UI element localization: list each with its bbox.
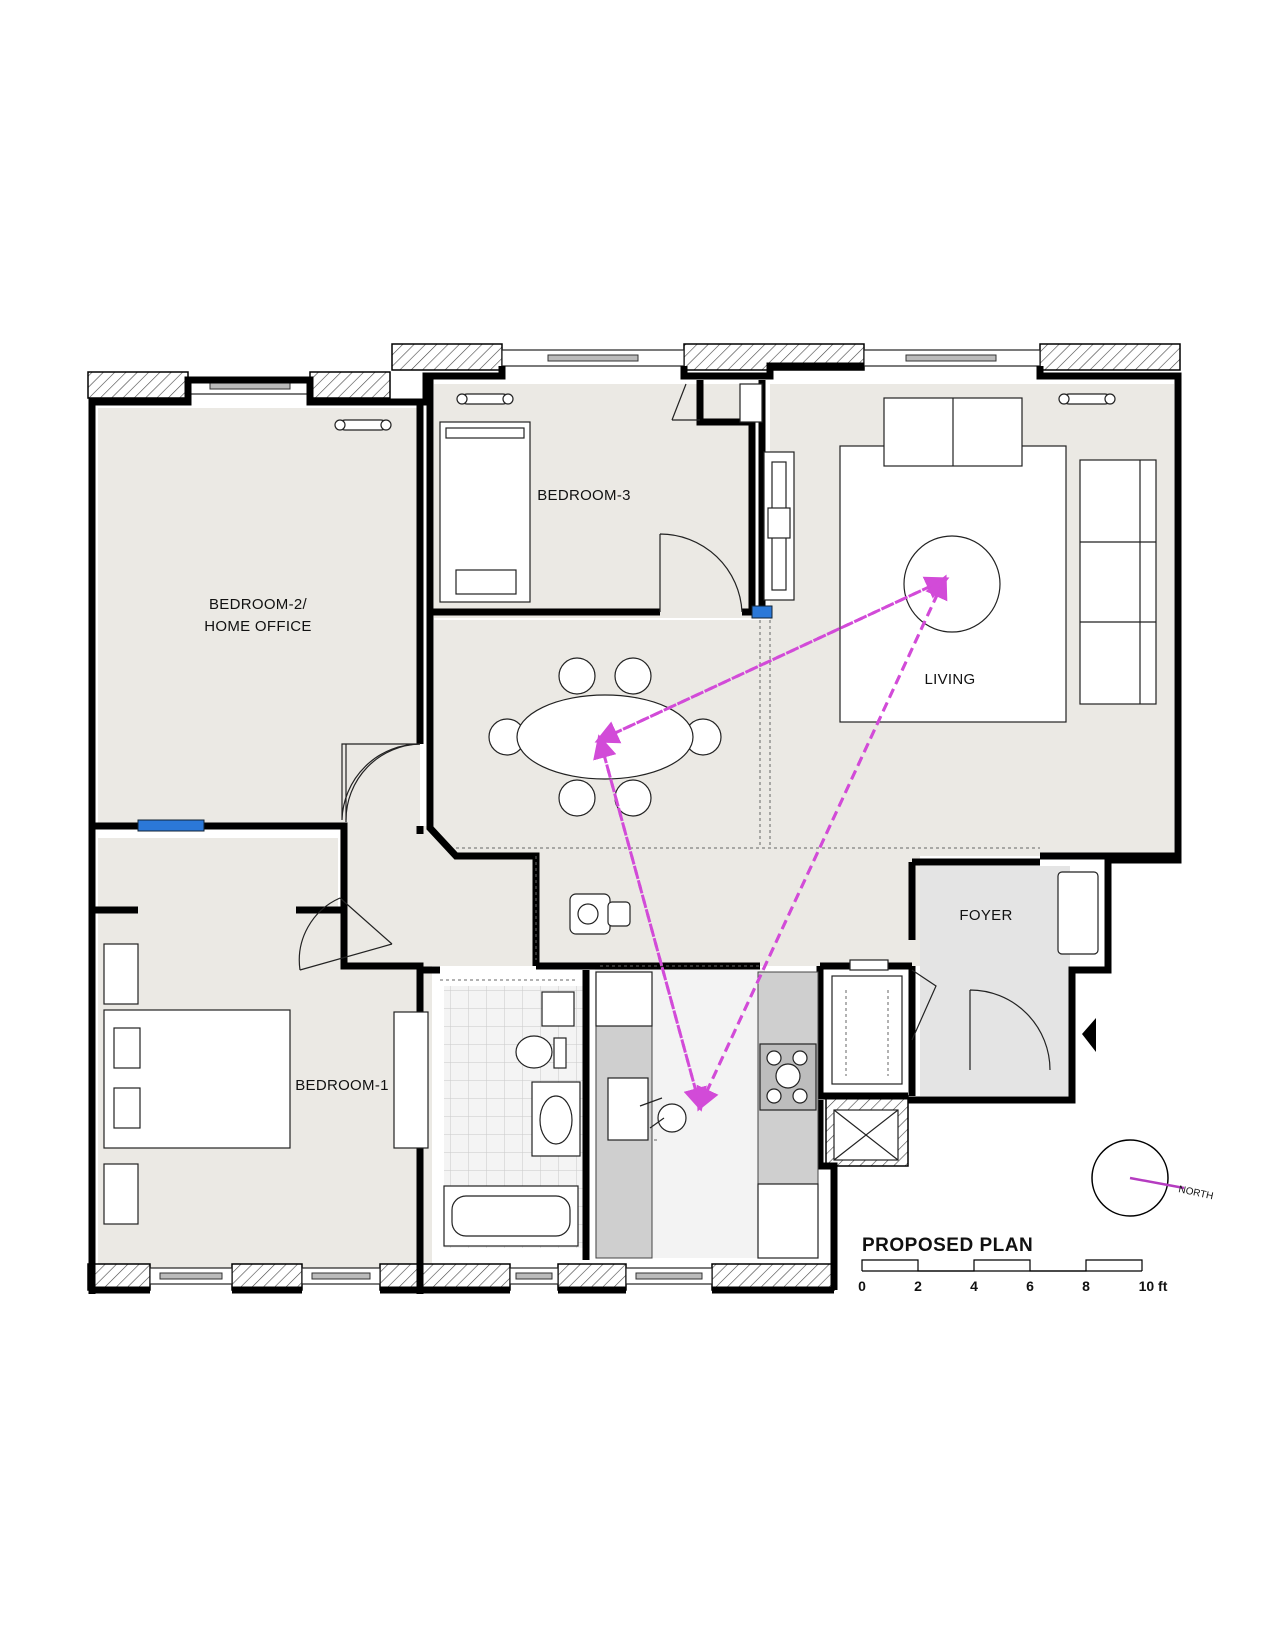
scale-tick-2: 2 [914,1278,922,1294]
scale-tick-4: 4 [970,1278,978,1294]
scale-bar: 0 2 4 6 8 10 ft [858,1259,1168,1294]
north-label: NORTH [1177,1184,1214,1202]
label-bedroom2-line1: BEDROOM-2/ [209,596,308,613]
north-pointer-icon [1129,1176,1185,1190]
bedroom3-bed [439,421,531,603]
label-bedroom3: BEDROOM-3 [537,487,631,504]
label-living: LIVING [925,671,976,688]
label-foyer: FOYER [959,907,1012,924]
scale-tick-6: 6 [1026,1278,1034,1294]
blue-panel-bedroom3 [751,605,773,619]
scale-tick-10: 10 ft [1139,1278,1168,1294]
north-arrow: NORTH [1091,1139,1214,1217]
living-furniture [839,397,1157,723]
bedroom1-furniture [103,943,429,1225]
scale-tick-0: 0 [858,1278,866,1294]
blue-panel-bedroom2 [137,819,205,832]
label-bedroom1: BEDROOM-1 [295,1077,389,1094]
radiators [334,393,1116,431]
closet-unit [831,959,903,1161]
doors [298,383,1051,1071]
label-bedroom2-line2: HOME OFFICE [204,618,311,635]
room-labels: BEDROOM-2/ HOME OFFICE BEDROOM-3 LIVING … [204,487,1012,1094]
kitchen [595,971,819,1259]
wheelchair-figure [569,893,631,935]
scale-tick-8: 8 [1082,1278,1090,1294]
foyer-bench [1057,871,1099,955]
bathroom-fixtures [443,991,581,1247]
plan-title: PROPOSED PLAN [862,1235,1033,1256]
entry-arrow-icon [1082,1018,1096,1052]
living-media-unit [739,383,795,601]
circulation-arrows [593,574,950,1112]
